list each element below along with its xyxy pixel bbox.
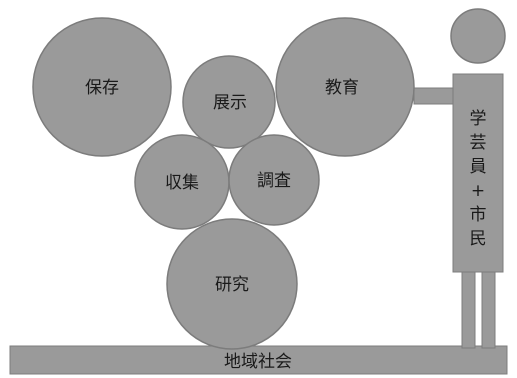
circle-label-investigation: 調査 — [257, 171, 291, 191]
circle-label-education: 教育 — [325, 78, 359, 98]
circle-education — [275, 17, 415, 157]
person-label-char: 市 — [470, 205, 487, 225]
person-leg-left — [461, 271, 476, 349]
base-label: 地域社会 — [224, 352, 292, 372]
circle-preservation — [32, 17, 172, 157]
person-label-char: + — [471, 181, 485, 201]
person-arm — [413, 87, 457, 105]
circle-label-research: 研究 — [215, 275, 249, 295]
circle-exhibition — [182, 55, 276, 149]
circle-research — [166, 218, 298, 350]
circle-label-exhibition: 展示 — [213, 93, 247, 113]
base-bar — [9, 345, 508, 375]
person-label-char: 員 — [470, 157, 487, 177]
person-head — [450, 8, 506, 64]
person-label-char: 民 — [470, 229, 487, 249]
circle-investigation — [228, 134, 320, 226]
person-label-char: 学 — [470, 109, 487, 129]
person-label-char: 芸 — [470, 133, 487, 153]
circle-label-preservation: 保存 — [85, 78, 119, 98]
person-leg-right — [481, 271, 496, 349]
person-body — [452, 73, 504, 273]
circle-label-collection: 収集 — [165, 173, 199, 193]
